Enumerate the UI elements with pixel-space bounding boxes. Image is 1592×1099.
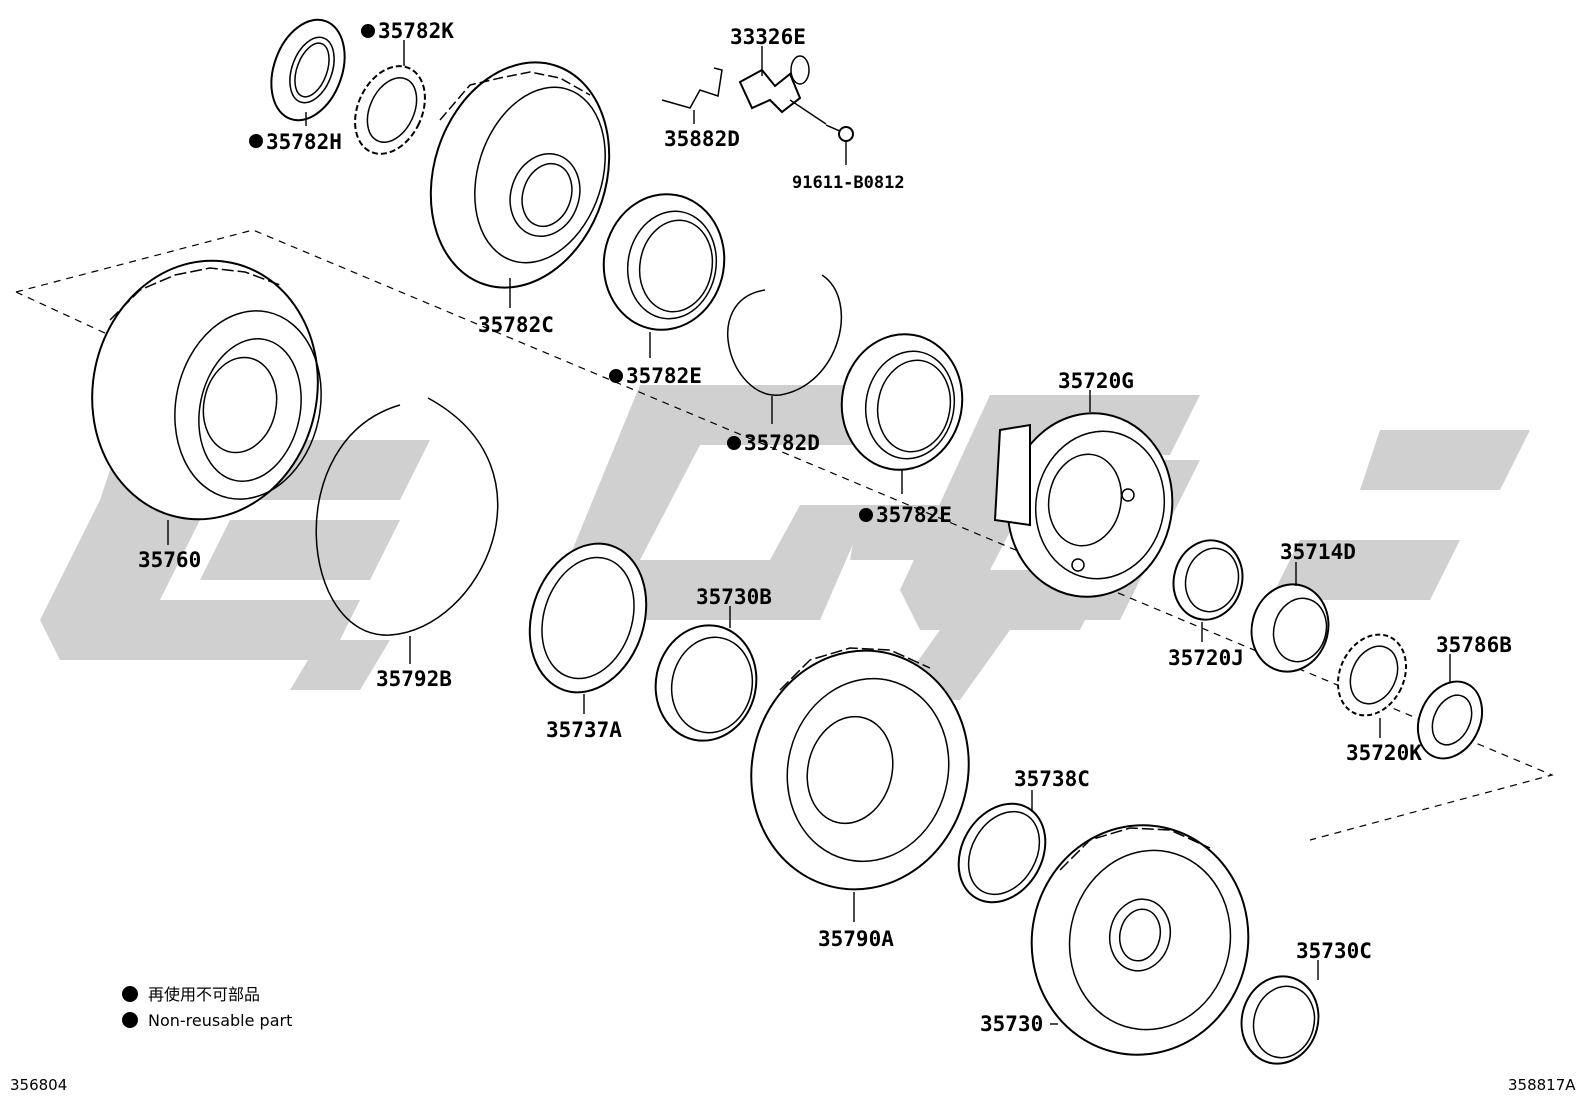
legend-dot-en — [122, 1012, 138, 1028]
part-35782C-gear-drum — [429, 61, 611, 289]
part-35882D-wire — [661, 67, 723, 109]
part-35782H-nut — [270, 18, 346, 122]
part-35782D-snap-ring — [727, 274, 843, 396]
part-label-35782D[interactable]: 35782D — [744, 431, 820, 455]
part-35720G-carrier — [993, 412, 1174, 598]
leader-lines — [167, 40, 1451, 1025]
part-label-35782E-upper[interactable]: 35782E — [626, 364, 702, 388]
part-label-35786B[interactable]: 35786B — [1436, 633, 1512, 657]
non-reusable-dot — [609, 369, 623, 383]
part-label-35720K[interactable]: 35720K — [1346, 741, 1422, 765]
part-label-35882D[interactable]: 35882D — [664, 127, 740, 151]
part-label-35720G[interactable]: 35720G — [1058, 369, 1134, 393]
part-35737A-thrust-plate — [528, 542, 648, 694]
part-35730-drum — [1030, 824, 1250, 1056]
legend-dot-jp — [122, 986, 138, 1002]
part-91611-bolt — [825, 124, 854, 142]
part-35782E-bearing-upper — [602, 193, 726, 331]
part-label-35730[interactable]: 35730 — [980, 1012, 1043, 1036]
part-35786B-race — [1416, 680, 1484, 760]
part-label-35737A[interactable]: 35737A — [546, 718, 622, 742]
legend-text-en: Non-reusable part — [148, 1011, 292, 1030]
part-label-91611-B0812[interactable]: 91611-B0812 — [792, 173, 905, 193]
part-label-35760[interactable]: 35760 — [138, 548, 201, 572]
part-35720K-thrust-bearing — [1336, 633, 1408, 717]
part-label-35738C[interactable]: 35738C — [1014, 767, 1090, 791]
part-label-35730B[interactable]: 35730B — [696, 585, 772, 609]
part-35720J-race — [1172, 539, 1244, 621]
part-label-35782K[interactable]: 35782K — [378, 19, 454, 43]
diagram-code-left: 356804 — [10, 1076, 67, 1094]
part-label-35714D[interactable]: 35714D — [1280, 540, 1356, 564]
part-33326E-bracket — [738, 55, 810, 114]
part-35730B-seal — [654, 624, 758, 742]
watermark-logo — [40, 385, 1530, 700]
non-reusable-dot — [361, 24, 375, 38]
part-35730C-seal — [1240, 975, 1320, 1065]
part-35782K-washer — [354, 65, 426, 155]
non-reusable-dot — [727, 436, 741, 450]
part-label-35792B[interactable]: 35792B — [376, 667, 452, 691]
part-label-33326E[interactable]: 33326E — [730, 25, 806, 49]
assembly-outline — [15, 229, 1554, 841]
legend: 再使用不可部品 Non-reusable part — [122, 985, 292, 1030]
non-reusable-dot — [859, 508, 873, 522]
part-35790A-gear-drum — [750, 647, 970, 891]
part-35782E-bearing-lower — [840, 333, 964, 471]
part-label-35730C[interactable]: 35730C — [1296, 939, 1372, 963]
part-label-35782C[interactable]: 35782C — [478, 313, 554, 337]
diagram-code-right: 358817A — [1508, 1076, 1576, 1094]
part-label-35782E-lower[interactable]: 35782E — [876, 503, 952, 527]
part-label-35790A[interactable]: 35790A — [818, 927, 894, 951]
part-label-35782H[interactable]: 35782H — [266, 130, 342, 154]
part-35760-ring-drum — [91, 259, 322, 521]
part-35714D-bearing — [1250, 583, 1330, 673]
non-reusable-dot — [249, 134, 263, 148]
part-label-35720J[interactable]: 35720J — [1168, 646, 1244, 670]
part-labels: 35782H 35782K 35782C 33326E 35882D 91611… — [138, 19, 1512, 1036]
legend-text-jp: 再使用不可部品 — [148, 985, 260, 1004]
part-35792B-snap-ring — [315, 397, 499, 636]
part-35738C-washer — [957, 802, 1047, 904]
